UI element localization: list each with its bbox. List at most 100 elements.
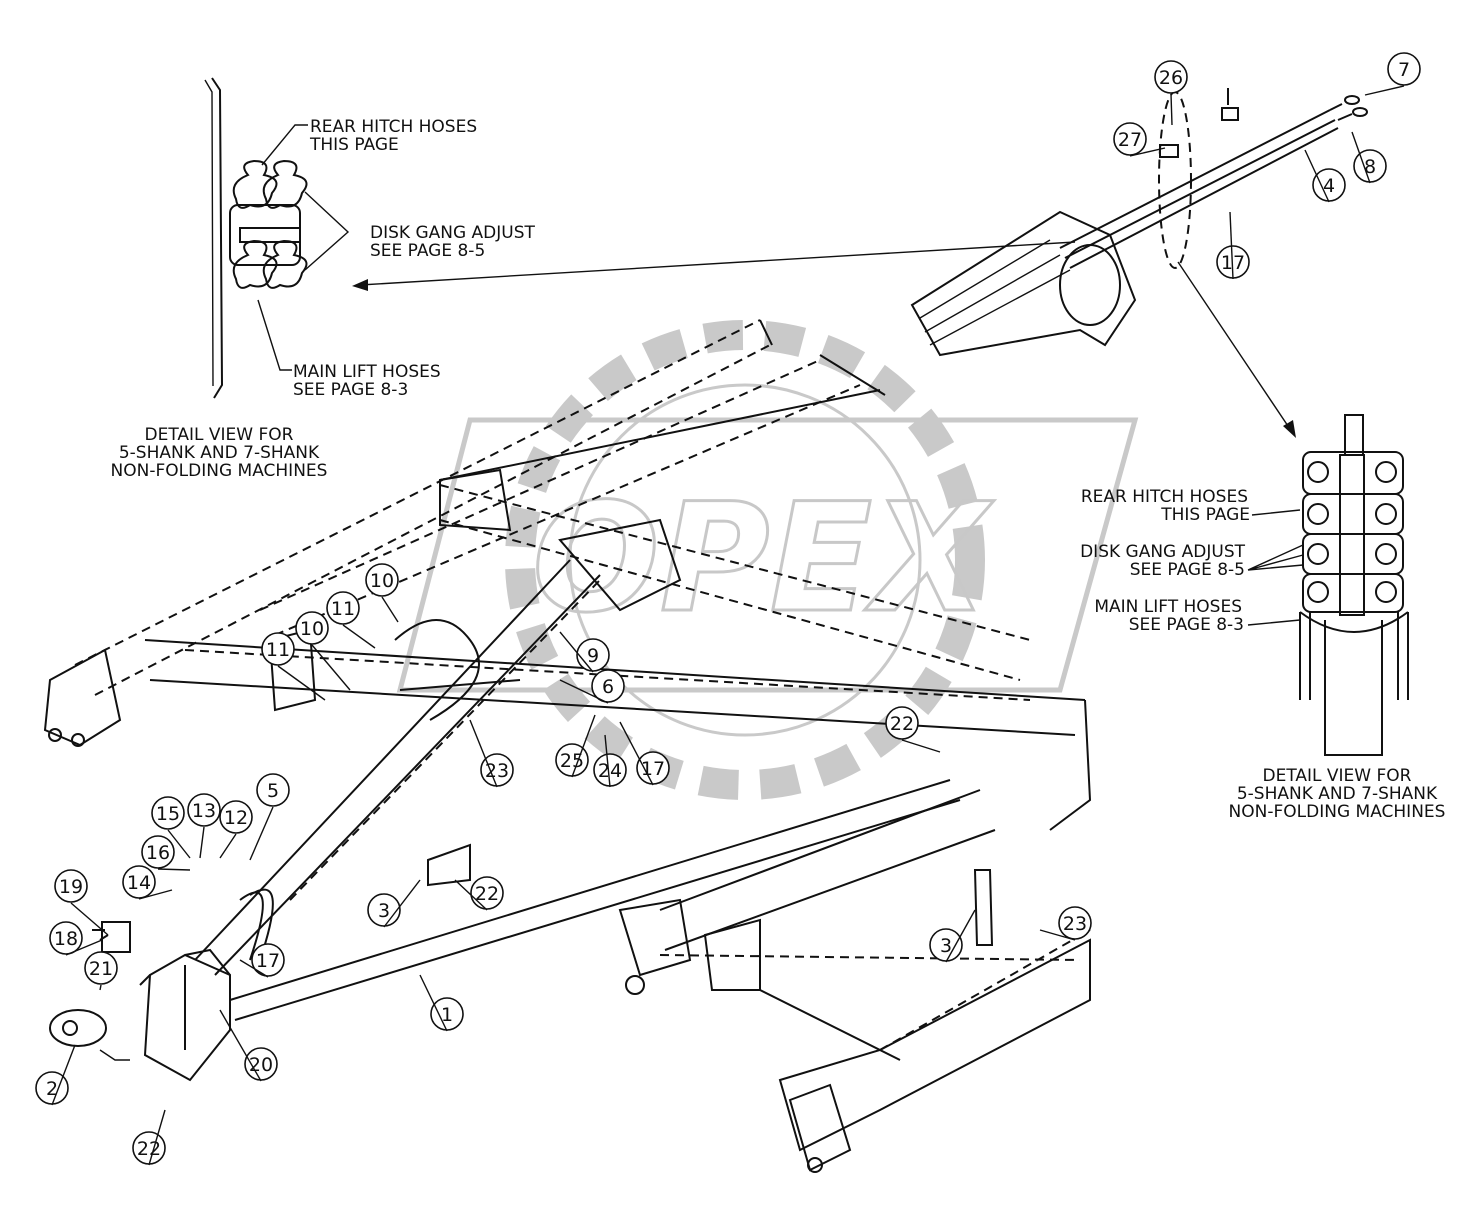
callout-leader-4: [1304, 149, 1330, 203]
callout-leader-1: [419, 974, 448, 1032]
callout-number: 2: [46, 1078, 58, 1100]
callout-leader-15: [167, 829, 191, 859]
callout-leader-13: [199, 826, 205, 859]
callout-leader-6: [559, 679, 609, 704]
callout-circle: [151, 796, 185, 830]
callout-leader-23: [1039, 929, 1076, 941]
callout-number: 1: [441, 1004, 453, 1026]
callout-number: 16: [146, 842, 170, 864]
callout-18: 18: [49, 921, 83, 955]
callout-25: 25: [555, 743, 589, 777]
callout-number: 4: [1323, 175, 1335, 197]
callout-number: 21: [89, 958, 113, 980]
callout-number: 15: [156, 803, 180, 825]
callout-leader-10: [311, 644, 351, 691]
right-caption-1: DETAIL VIEW FOR: [1263, 766, 1412, 786]
callout-circle: [365, 563, 399, 597]
callout-circle: [1113, 122, 1147, 156]
callout-circle: [122, 865, 156, 899]
right-main-lift-label: MAIN LIFT HOSES: [1094, 597, 1242, 617]
callout-17: 17: [1216, 245, 1250, 279]
callout-leader-26: [1170, 93, 1173, 126]
callout-circle: [591, 669, 625, 703]
callout-leader-20: [219, 1009, 262, 1082]
callout-15: 15: [151, 796, 185, 830]
callout-circle: [470, 876, 504, 910]
callout-21: 21: [84, 951, 118, 985]
callout-circle: [326, 591, 360, 625]
callout-number: 13: [192, 800, 216, 822]
callout-number: 6: [602, 676, 614, 698]
detail-arrow-left: [352, 241, 1076, 291]
callout-leader-3: [383, 879, 421, 928]
callout-leader-12: [219, 833, 237, 859]
callout-number: 23: [1063, 913, 1087, 935]
callout-leader-19: [70, 902, 109, 936]
callout-10: 10: [295, 611, 329, 645]
right-disk-gang-label: DISK GANG ADJUST: [1080, 542, 1246, 562]
callout-leader-10: [381, 596, 399, 623]
callout-number: 23: [485, 760, 509, 782]
callout-leader-5: [249, 806, 274, 861]
callout-number: 22: [890, 713, 914, 735]
callout-16: 16: [141, 835, 175, 869]
callout-leader-14: [138, 889, 173, 900]
right-rear-hitch-label: REAR HITCH HOSES: [1081, 487, 1248, 507]
left-caption-3: NON-FOLDING MACHINES: [111, 461, 328, 481]
callout-leader-17: [619, 721, 654, 786]
callout-20: 20: [244, 1047, 278, 1081]
callout-8: 8: [1353, 149, 1387, 183]
callout-27: 27: [1113, 122, 1147, 156]
callout-leader-3: [945, 909, 976, 963]
callout-22: 22: [885, 706, 919, 740]
callout-9: 9: [576, 638, 610, 672]
callout-22: 22: [132, 1131, 166, 1165]
watermark-text: OPEX: [532, 472, 994, 646]
main-frame: [43, 319, 1092, 1173]
callout-leader-22: [148, 1109, 166, 1166]
callout-circle: [295, 611, 329, 645]
callout-number: 24: [598, 760, 622, 782]
callout-number: 10: [300, 618, 324, 640]
callout-circle: [256, 773, 290, 807]
callout-circle: [1387, 52, 1421, 86]
callout-leader-25: [571, 714, 596, 778]
callout-number: 9: [587, 645, 599, 667]
callout-circle: [84, 951, 118, 985]
right-caption-3: NON-FOLDING MACHINES: [1229, 802, 1446, 822]
callout-4: 4: [1312, 168, 1346, 202]
callout-11: 11: [326, 591, 360, 625]
callout-12: 12: [219, 800, 253, 834]
callout-22: 22: [470, 876, 504, 910]
callout-leader-27: [1129, 147, 1166, 157]
callout-23: 23: [1058, 906, 1092, 940]
callout-circle: [219, 800, 253, 834]
callout-7: 7: [1387, 52, 1421, 86]
callout-number: 22: [475, 883, 499, 905]
left-main-lift-label: MAIN LIFT HOSES: [293, 362, 441, 382]
callout-circle: [141, 835, 175, 869]
callout-number: 25: [560, 750, 584, 772]
right-rear-hitch-sub: THIS PAGE: [1160, 505, 1250, 525]
callout-leader-22: [454, 879, 488, 911]
callout-number: 5: [267, 780, 279, 802]
callout-3: 3: [929, 928, 963, 962]
right-detail-view: REAR HITCH HOSES THIS PAGE DISK GANG ADJ…: [1080, 414, 1446, 822]
callout-5: 5: [256, 773, 290, 807]
leader-layer: [51, 85, 1405, 1166]
callout-number: 26: [1159, 67, 1183, 89]
callout-14: 14: [122, 865, 156, 899]
callout-17: 17: [636, 751, 670, 785]
callout-circle: [261, 632, 295, 666]
callout-number: 17: [1221, 252, 1245, 274]
callout-leader-16: [157, 868, 191, 871]
callout-23: 23: [480, 753, 514, 787]
callout-circle: [1058, 906, 1092, 940]
callout-24: 24: [593, 753, 627, 787]
left-disk-gang-sub: SEE PAGE 8-5: [370, 241, 485, 261]
left-caption-1: DETAIL VIEW FOR: [145, 425, 294, 445]
callout-leader-11: [342, 624, 376, 649]
left-detail-view: REAR HITCH HOSES THIS PAGE DISK GANG ADJ…: [111, 77, 536, 481]
callout-number: 19: [59, 876, 83, 898]
callout-circle: [251, 943, 285, 977]
